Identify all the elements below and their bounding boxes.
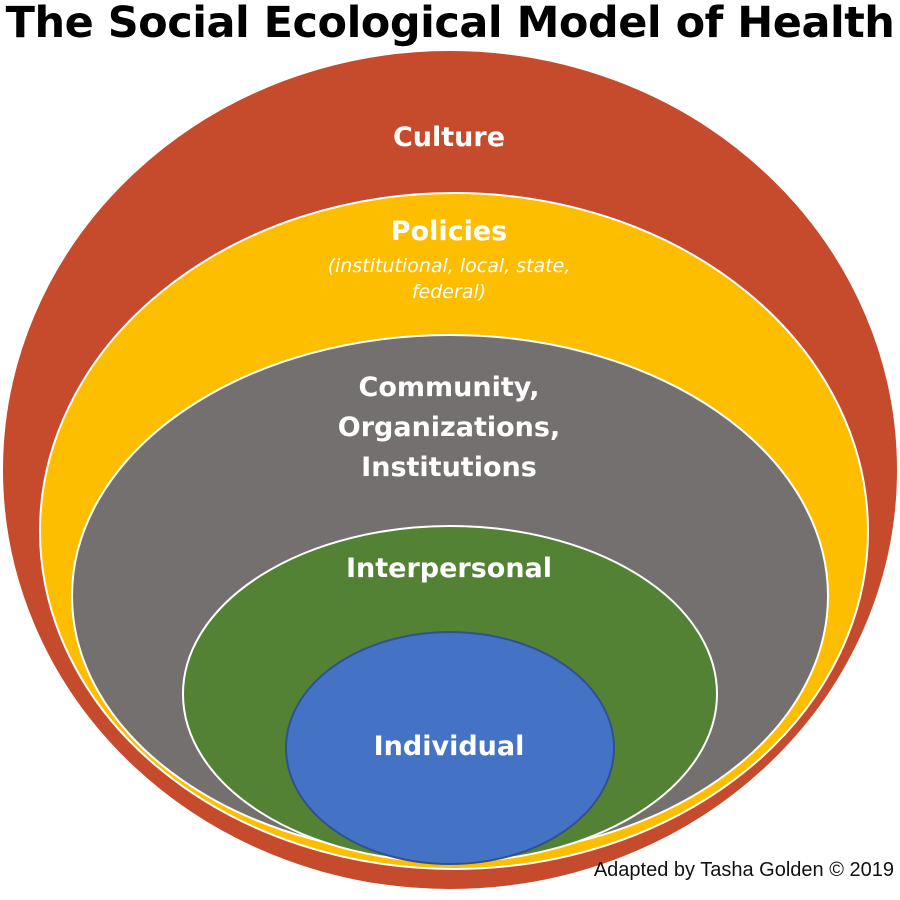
credit-text: Adapted by Tasha Golden © 2019 (593, 859, 894, 881)
individual-ellipse (285, 631, 615, 865)
culture-label: Culture (393, 122, 505, 153)
individual-label: Individual (374, 731, 525, 762)
policies-label: Policies (391, 216, 508, 247)
diagram-title: The Social Ecological Model of Health (5, 0, 895, 48)
interpersonal-label: Interpersonal (346, 553, 552, 584)
policies-sublabel-line1: (institutional, local, state, (328, 255, 571, 277)
community-label-line2: Organizations, (338, 412, 561, 443)
community-label-line3: Institutions (361, 452, 537, 483)
policies-sublabel-line2: federal) (412, 281, 486, 303)
community-label-line1: Community, (359, 372, 540, 403)
